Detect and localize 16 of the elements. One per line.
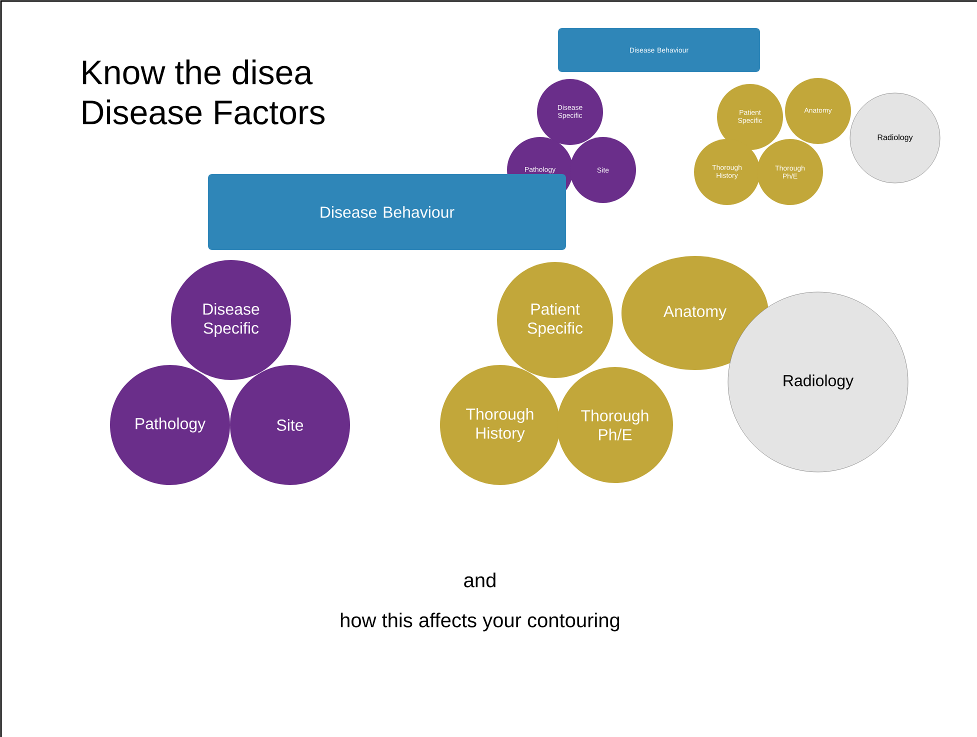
circle-node: Patient Specific bbox=[497, 262, 613, 378]
node-label: Patient Specific bbox=[528, 303, 583, 337]
circle-node: Thorough Ph/E bbox=[557, 367, 673, 483]
body-text: and bbox=[464, 572, 496, 588]
circle-node: Pathology bbox=[110, 365, 230, 485]
circle-node: Radiology bbox=[728, 292, 908, 472]
process-box: Disease Behaviour bbox=[208, 174, 566, 250]
title: Disease Factors bbox=[83, 100, 325, 124]
circle-node: Site bbox=[230, 365, 350, 485]
circle-node: Thorough History bbox=[440, 365, 560, 485]
circle-node: Disease Specific bbox=[171, 260, 291, 380]
circle-node: Radiology bbox=[850, 92, 940, 184]
ellipse-node: Anatomy bbox=[621, 256, 769, 370]
title: Know the disea bbox=[83, 60, 313, 84]
body-text: how this affects your contouring bbox=[340, 612, 620, 632]
node-label: Disease Specific bbox=[203, 303, 260, 337]
